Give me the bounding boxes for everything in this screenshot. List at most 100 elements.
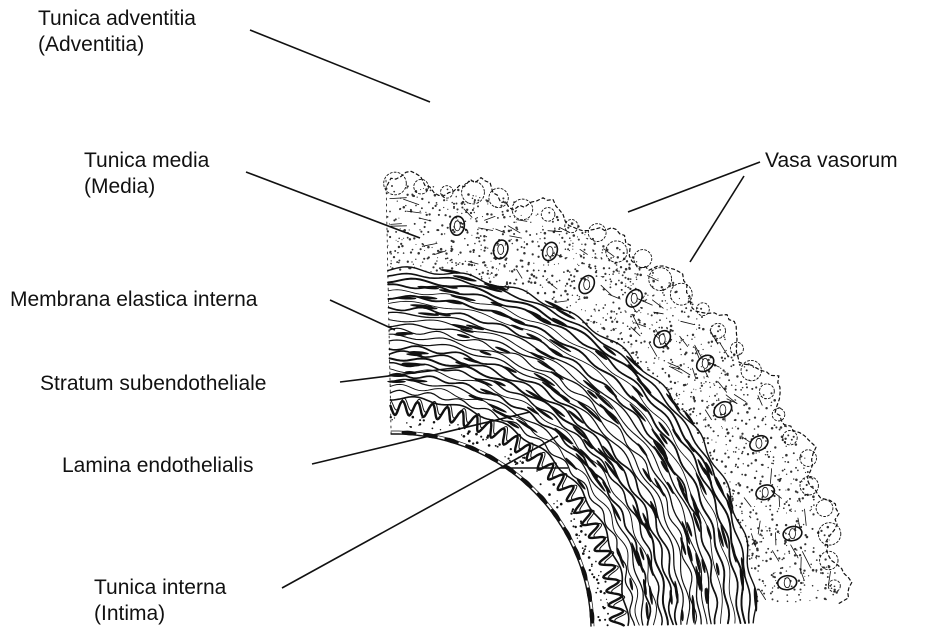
endothelial-nucleus: [536, 492, 548, 505]
adventitia-fibre: [758, 396, 762, 406]
label-tunica-adventitia: Tunica adventitia (Adventitia): [38, 6, 196, 58]
endothelial-nucleus: [550, 508, 561, 521]
adventitia-fibre: [485, 216, 495, 220]
adventitia-fibre: [802, 552, 810, 568]
wedge-top-edge: [386, 180, 391, 434]
media-nucleus: [616, 547, 625, 568]
label-membrana-elastica-interna: Membrana elastica interna: [10, 287, 257, 313]
adventitia-cell: [588, 224, 606, 242]
adventitia-fibre: [407, 211, 421, 213]
adventitia-cell: [414, 179, 429, 194]
media-fibre-line: [389, 328, 697, 624]
adventitia-cell: [741, 360, 761, 380]
media-nucleus: [730, 541, 738, 563]
adventitia-fibre: [680, 369, 690, 375]
adventitia-fibre: [391, 224, 402, 225]
vasa-vasorum-lumen: [631, 293, 637, 303]
vasa-vasorum-lumen: [702, 358, 708, 368]
label-tunica-adventitia-line2: (Adventitia): [38, 32, 196, 58]
media-nucleus: [715, 562, 720, 575]
adventitia-cell: [512, 199, 533, 220]
leader-vasa-vasorum-2: [690, 176, 744, 262]
adventitia-fibre: [548, 231, 562, 232]
adventitia-fibre: [390, 198, 407, 199]
adventitia-fibre: [479, 228, 493, 231]
adventitia-fibre: [705, 410, 711, 420]
adventitia-fibre: [632, 314, 639, 328]
endothelial-nucleus: [444, 437, 458, 444]
label-tunica-adventitia-line1: Tunica adventitia: [38, 6, 196, 32]
label-tunica-media-line1: Tunica media: [84, 148, 209, 174]
adventitia-fibre: [734, 395, 745, 402]
adventitia-fibre: [720, 342, 729, 356]
leader-membrana-elastica: [330, 300, 395, 330]
media-nucleus: [706, 525, 713, 540]
adventitia-cell: [441, 186, 453, 198]
endothelial-nucleus: [573, 546, 582, 560]
adventitia-cell: [800, 477, 818, 495]
adventitia-fibre: [649, 343, 657, 357]
adventitia-fibre: [742, 437, 751, 443]
media-fibre-line: [390, 384, 639, 625]
leader-tunica-adventitia: [250, 30, 430, 102]
adventitia-fibre: [669, 366, 682, 373]
adventitia-fibre: [770, 469, 771, 484]
label-tunica-interna-line1: Tunica interna: [94, 575, 226, 601]
leader-vasa-vasorum-1: [628, 162, 760, 212]
endothelial-nucleus: [581, 566, 588, 580]
media-nucleus: [550, 387, 568, 401]
adventitia-fibre: [422, 243, 437, 246]
adventitia-fibre: [517, 269, 522, 278]
adventitia-fibre: [681, 321, 695, 324]
adventitia-fibre: [805, 509, 807, 525]
vasa-vasorum-lumen: [659, 334, 665, 344]
endothelial-nucleus: [465, 444, 479, 453]
endothelial-nucleus: [520, 477, 533, 489]
adventitia-cell: [800, 450, 817, 467]
vasa-vasorum-lumen: [790, 529, 796, 539]
adventitia-cell: [816, 500, 833, 517]
adventitia-fibre: [604, 249, 614, 257]
adventitia-fibre: [744, 498, 751, 507]
label-stratum-subendotheliale: Stratum subendotheliale: [40, 371, 266, 397]
label-tunica-interna-line2: (Intima): [94, 601, 226, 627]
label-tunica-media-line2: (Media): [84, 174, 209, 200]
adventitia-fibre: [779, 496, 780, 507]
media-nucleus: [534, 314, 552, 325]
label-vasa-vasorum: Vasa vasorum: [765, 148, 898, 174]
label-lamina-endothelialis: Lamina endothelialis: [62, 453, 253, 479]
vasa-vasorum-lumen: [584, 280, 590, 290]
adventitia-cell: [541, 208, 555, 222]
media-fibre-line: [390, 379, 643, 625]
adventitia-fibre: [549, 283, 557, 289]
media-fibre-line: [389, 324, 701, 624]
adventitia-fibre: [404, 199, 419, 204]
adventitia-cell: [783, 431, 797, 445]
adventitia-cell: [818, 523, 840, 545]
label-tunica-media: Tunica media (Media): [84, 148, 209, 200]
media-nucleus: [674, 580, 680, 603]
vasa-vasorum-lumen: [547, 247, 553, 257]
adventitia-cell: [760, 384, 775, 399]
leader-tunica-media: [246, 172, 420, 238]
adventitia-fibre: [510, 236, 522, 238]
vasa-vasorum-lumen: [762, 487, 768, 497]
adventitia-cell: [634, 250, 652, 268]
adventitia-cell: [697, 303, 710, 316]
media-nucleus: [548, 404, 565, 418]
vasa-vasorum-lumen: [720, 405, 726, 415]
leader-lines: [246, 30, 760, 588]
media-nucleus: [641, 467, 652, 483]
label-tunica-interna: Tunica interna (Intima): [94, 575, 226, 627]
vasa-vasorum-lumen: [756, 438, 762, 448]
tunica-media-layers: [387, 267, 758, 626]
endothelial-nucleus: [586, 587, 592, 601]
adventitia-cell: [462, 181, 485, 204]
media-nucleus: [645, 602, 649, 620]
adventitia-fibre: [772, 551, 778, 562]
adventitia-cell: [670, 283, 692, 305]
vasa-vasorum-lumen: [784, 578, 790, 588]
leader-tunica-interna: [282, 436, 558, 588]
vasa-vasorum-lumen: [454, 221, 460, 231]
